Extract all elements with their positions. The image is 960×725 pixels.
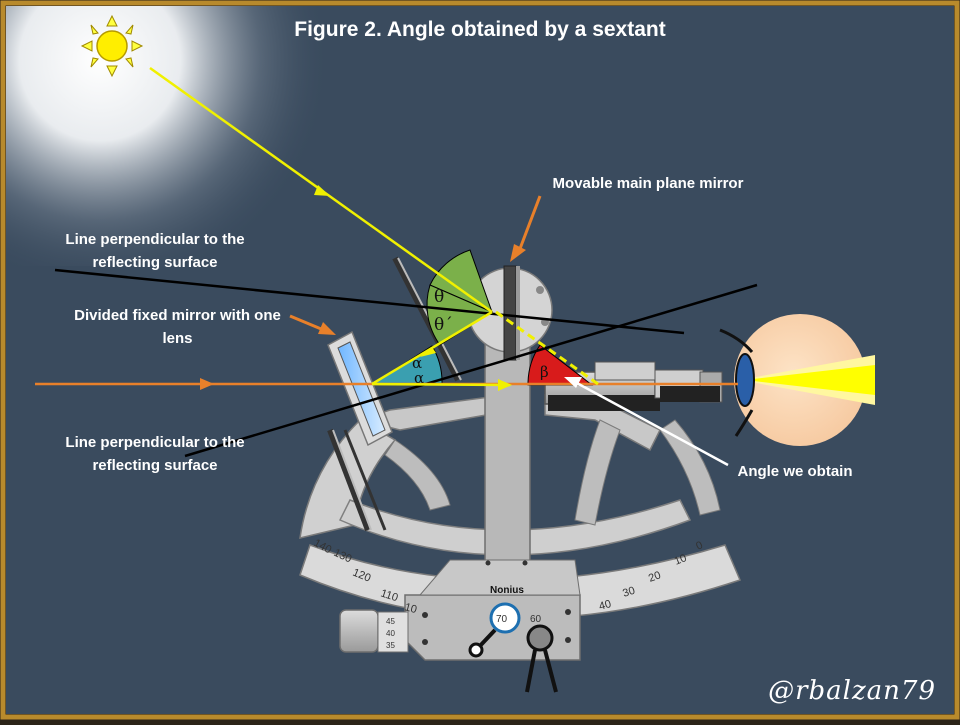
sun-ray-arrow-2 (420, 347, 436, 357)
sextant-inner-arc (338, 499, 692, 556)
sextant-rib-3 (659, 419, 721, 516)
angle-theta-prime-label: θ´ (434, 315, 453, 335)
label-perpendicular-bottom: Line perpendicular to the reflecting sur… (40, 431, 270, 477)
clamp-knob-icon (525, 624, 558, 693)
drum-value-40: 40 (386, 629, 395, 638)
label-perpendicular-top-line1: Line perpendicular to the (65, 231, 245, 248)
label-perpendicular-bottom-line1: Line perpendicular to the (65, 434, 245, 451)
scale-mark-0: 0 (694, 539, 705, 552)
sun-icon (80, 14, 144, 78)
label-fixed-mirror: Divided fixed mirror with one lens (55, 304, 300, 350)
shade-glass-rod-top (392, 256, 461, 382)
nonius-neck (418, 559, 581, 596)
scale-mark-20: 20 (647, 569, 663, 584)
drum-value-35: 35 (386, 641, 395, 650)
fixed-mirror (327, 330, 393, 447)
sextant (299, 256, 742, 693)
movable-mirror (503, 265, 517, 361)
label-movable-mirror: Movable main plane mirror (552, 175, 744, 192)
magnifier-icon (468, 602, 521, 658)
scale-marks: 140 130 120 110 10 0 10 20 30 40 (312, 537, 705, 616)
tangent-drum (339, 609, 409, 653)
nonius-value-70: 70 (496, 614, 508, 625)
label-perpendicular-top: Line perpendicular to the reflecting sur… (40, 228, 270, 274)
scale-mark-10b: 10 (673, 552, 689, 568)
arrow-fixed-mirror (289, 314, 327, 333)
angle-alpha-label-1: α (412, 354, 422, 372)
sun-ray-to-telescope (371, 382, 511, 387)
scale-mark-40: 40 (598, 598, 613, 613)
nonius-value-60: 60 (530, 614, 542, 625)
scale-mark-10: 10 (403, 601, 418, 616)
mirror-extension-dashed (495, 310, 599, 386)
shade-glass-rod-bottom (327, 428, 371, 532)
drum-value-45: 45 (386, 617, 395, 626)
scale-mark-110: 110 (379, 587, 399, 604)
sun-ray-arrow-1 (314, 185, 330, 196)
arrow-movable-mirror (516, 195, 542, 255)
index-arm (484, 339, 531, 591)
arrow-angle-obtained (574, 380, 729, 467)
nonius-plate (404, 594, 581, 661)
label-angle-obtained: Angle we obtain (737, 463, 853, 480)
perpendicular-line-top (54, 268, 685, 335)
nonius-label: Nonius (490, 585, 524, 596)
label-fixed-mirror-line2: lens (162, 330, 193, 347)
sextant-rib-1 (384, 439, 451, 511)
sun-ray-arrow-3 (498, 379, 512, 391)
sextant-rib-2 (574, 419, 621, 526)
label-perpendicular-bottom-line2: reflecting surface (92, 457, 218, 474)
angle-theta-label: θ (434, 287, 444, 307)
angle-beta-label: β (540, 363, 549, 381)
label-perpendicular-top-line2: reflecting surface (92, 254, 218, 271)
signature: @rbalzan79 (768, 676, 936, 706)
scale-mark-30: 30 (621, 585, 636, 600)
perpendicular-line-bottom (184, 283, 758, 458)
angle-alpha-label-2: α (414, 369, 424, 387)
page-title: Figure 2. Angle obtained by a sextant (294, 18, 666, 41)
label-fixed-mirror-line1: Divided fixed mirror with one (74, 307, 281, 324)
sun-glow (6, 6, 326, 266)
eye-icon (719, 314, 875, 446)
horizon-ray-arrow (200, 378, 214, 390)
